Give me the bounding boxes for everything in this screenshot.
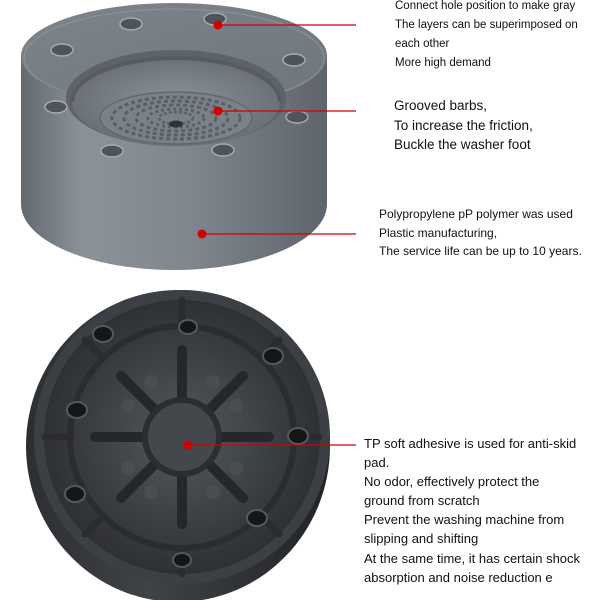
callout-line: Grooved barbs, <box>394 98 488 113</box>
recess-dots <box>121 375 243 499</box>
callout-connect-hole: Connect hole position to make gray The l… <box>395 0 578 73</box>
pointer-2 <box>213 106 356 116</box>
callout-line: slipping and shifting <box>364 531 479 547</box>
callout-line: The layers can be superimposed on <box>395 19 578 31</box>
callout-tp-soft-adhesive: TP soft adhesive is used for anti-skid p… <box>364 434 580 587</box>
callout-line: No odor, effectively protect the <box>364 474 540 490</box>
callout-line: At the same time, it has certain shock <box>364 550 581 566</box>
bottom-pad <box>26 290 330 600</box>
callout-line: The service life can be up to 10 years. <box>379 244 582 258</box>
pointers <box>183 20 356 450</box>
callout-line: ground from scratch <box>364 493 480 509</box>
connect-holes <box>44 12 309 158</box>
pointer-4 <box>183 440 356 450</box>
callout-line: pad. <box>364 455 390 471</box>
pointer-1 <box>213 20 356 30</box>
callout-line: Plastic manufacturing, <box>379 225 498 240</box>
callout-line: Connect hole position to make gray <box>395 0 576 12</box>
callout-line: More high demand <box>395 57 491 69</box>
callout-polypropylene: Polypropylene pP polymer was used Plasti… <box>379 205 582 261</box>
red-dot-icon <box>197 229 207 239</box>
callout-line: To increase the friction, <box>394 117 533 133</box>
red-dot-icon <box>213 106 223 116</box>
callout-line: Polypropylene pP polymer was used <box>379 207 573 221</box>
mount-holes <box>64 319 309 568</box>
red-dot-icon <box>183 440 193 450</box>
top-pad <box>21 3 327 270</box>
red-dot-icon <box>213 20 223 30</box>
pointer-3 <box>197 229 356 239</box>
callout-line: absorption and noise reduction e <box>364 569 553 585</box>
callout-line: Prevent the washing machine from <box>364 512 565 528</box>
callout-line: Buckle the washer foot <box>394 137 531 152</box>
callout-line: TP soft adhesive is used for anti-skid <box>364 436 577 451</box>
callout-line: each other <box>395 38 450 50</box>
callout-grooved-barbs: Grooved barbs, To increase the friction,… <box>394 96 533 155</box>
barb-ring <box>99 91 253 145</box>
